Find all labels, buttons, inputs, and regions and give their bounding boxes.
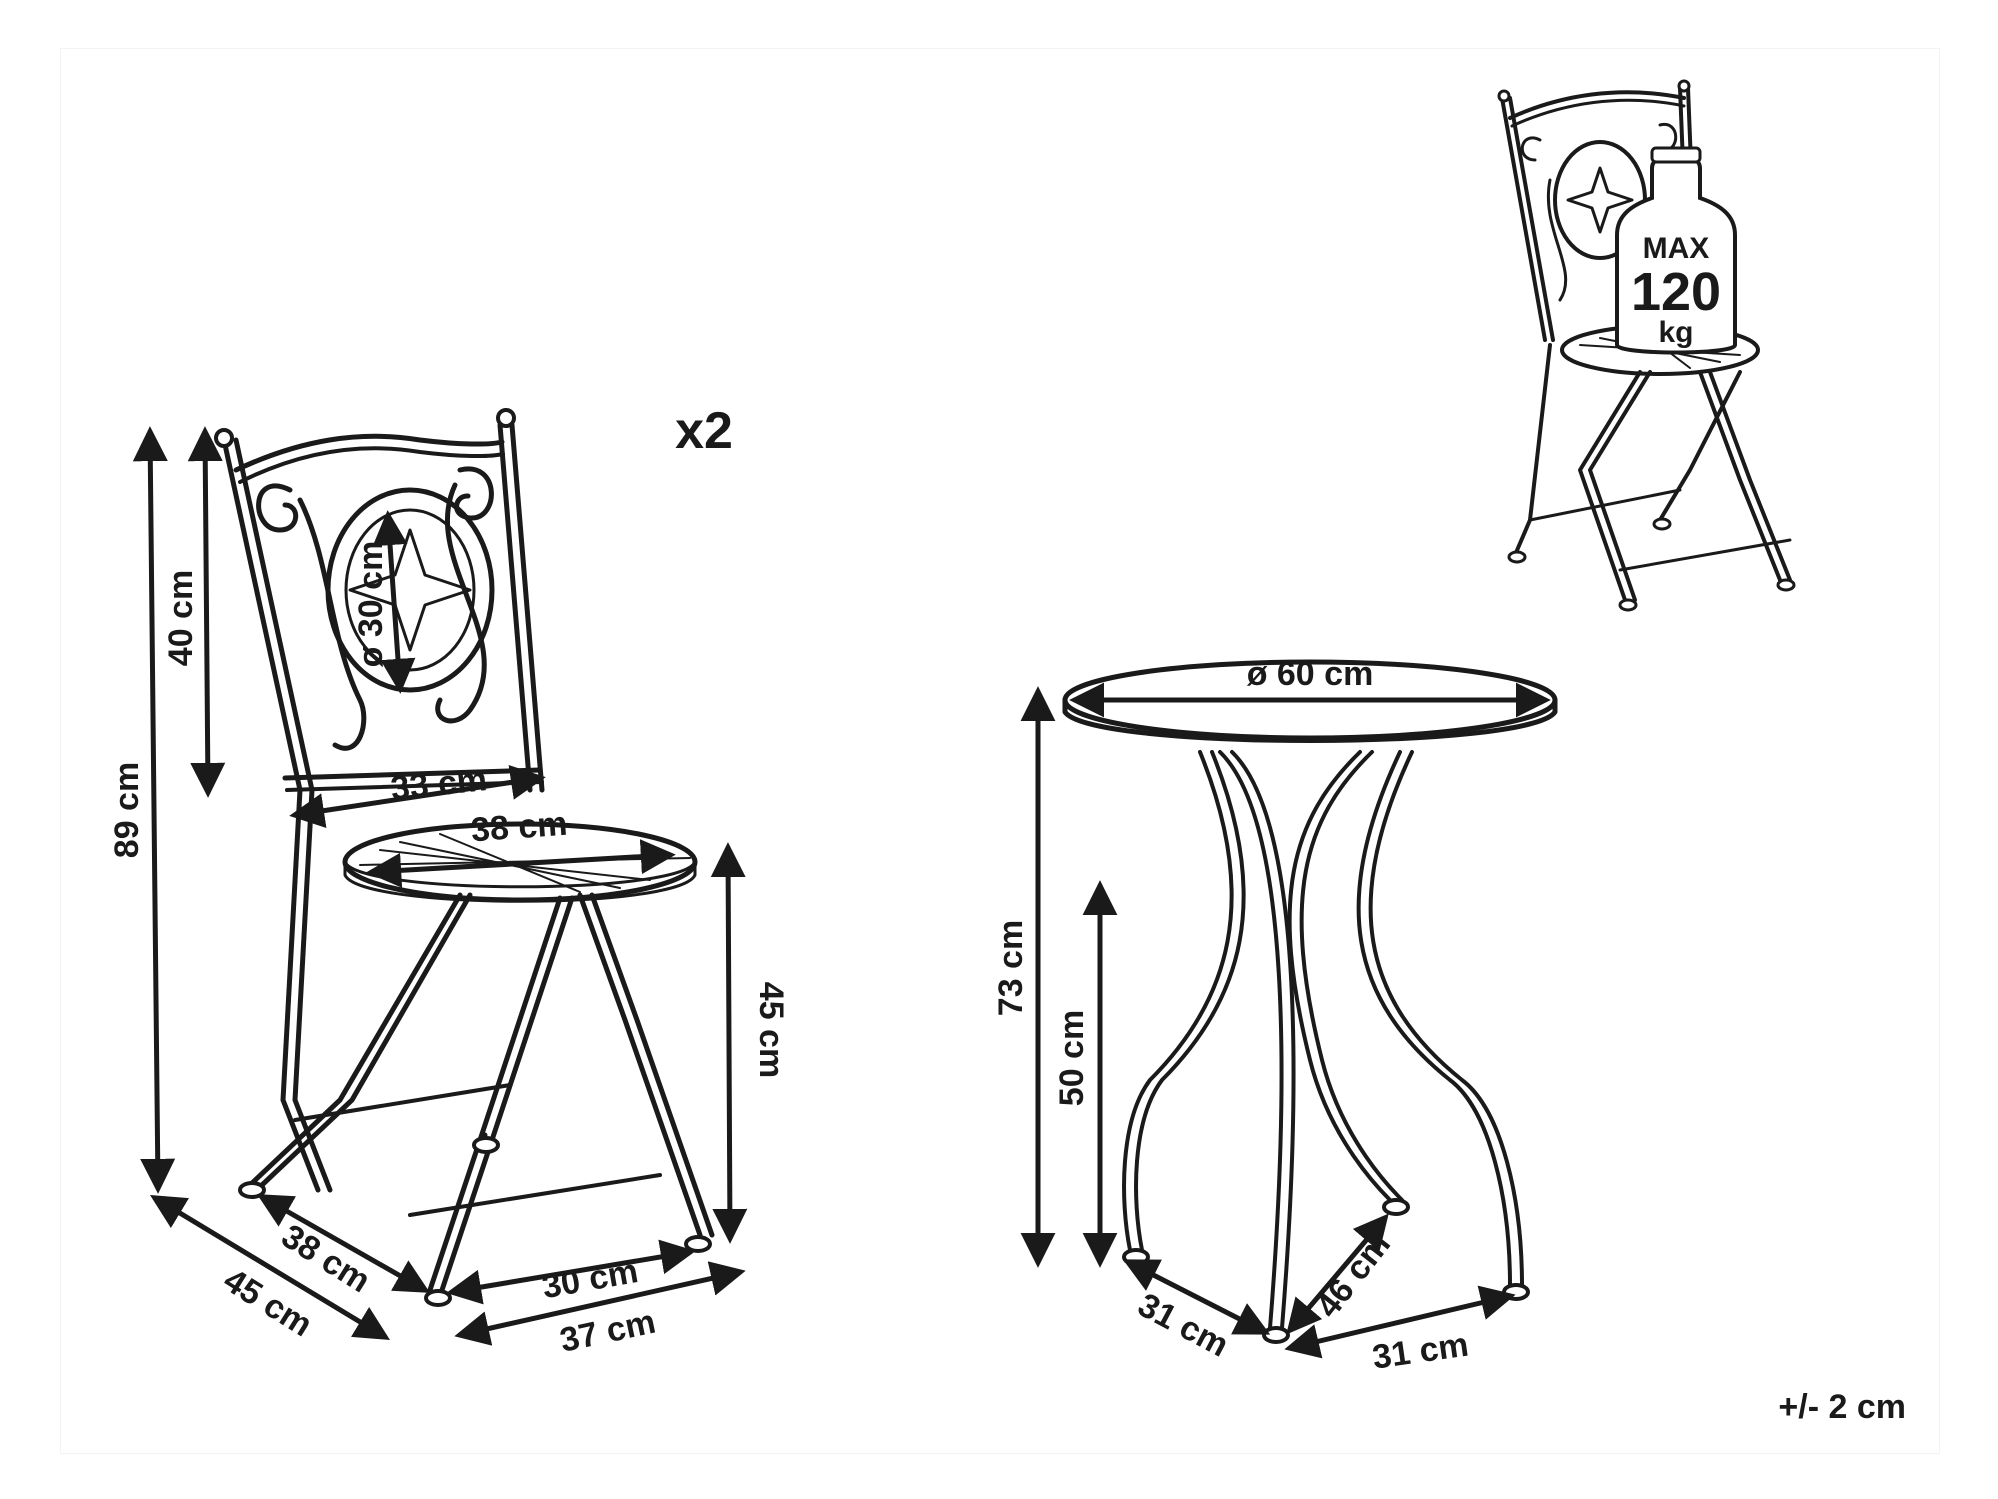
table-base-right-label: 31 cm (1370, 1326, 1471, 1377)
table-top-diameter-label: ø 60 cm (1247, 655, 1374, 693)
chair-seat-depth-label: 38 cm (275, 1217, 377, 1300)
chair-seat-diameter-label: 38 cm (470, 805, 569, 850)
table-drawing (1062, 659, 1558, 1344)
drawing-frame (60, 48, 1940, 1454)
table-base-left-label: 31 cm (1132, 1286, 1235, 1365)
chair-total-depth-label: 45 cm (217, 1261, 319, 1344)
weight-badge-unit: kg (1658, 316, 1693, 349)
chair-backrest-height-label: 40 cm (162, 570, 200, 666)
chair-total-height-label: 89 cm (108, 762, 146, 858)
chair-dimension-lines (132, 426, 748, 1346)
quantity-label: x2 (675, 402, 733, 460)
chair-mosaic-diameter-label: ø 30 cm (352, 541, 390, 668)
chair-backrest-width-label: 33 cm (389, 760, 489, 808)
chair-seat-height-label: 45 cm (752, 982, 790, 1078)
tolerance-label: +/- 2 cm (1778, 1388, 1906, 1426)
table-total-height-label: 73 cm (992, 920, 1030, 1016)
weight-badge-value: 120 (1631, 262, 1721, 322)
table-leg-height-label: 50 cm (1053, 1010, 1091, 1106)
weight-badge: MAX 120 kg (1631, 232, 1721, 349)
table-base-depth-label: 46 cm (1309, 1226, 1398, 1325)
table-dimension-lines (1020, 682, 1551, 1359)
load-capacity-illustration (1497, 79, 1796, 612)
weight-badge-max: MAX (1643, 232, 1710, 265)
